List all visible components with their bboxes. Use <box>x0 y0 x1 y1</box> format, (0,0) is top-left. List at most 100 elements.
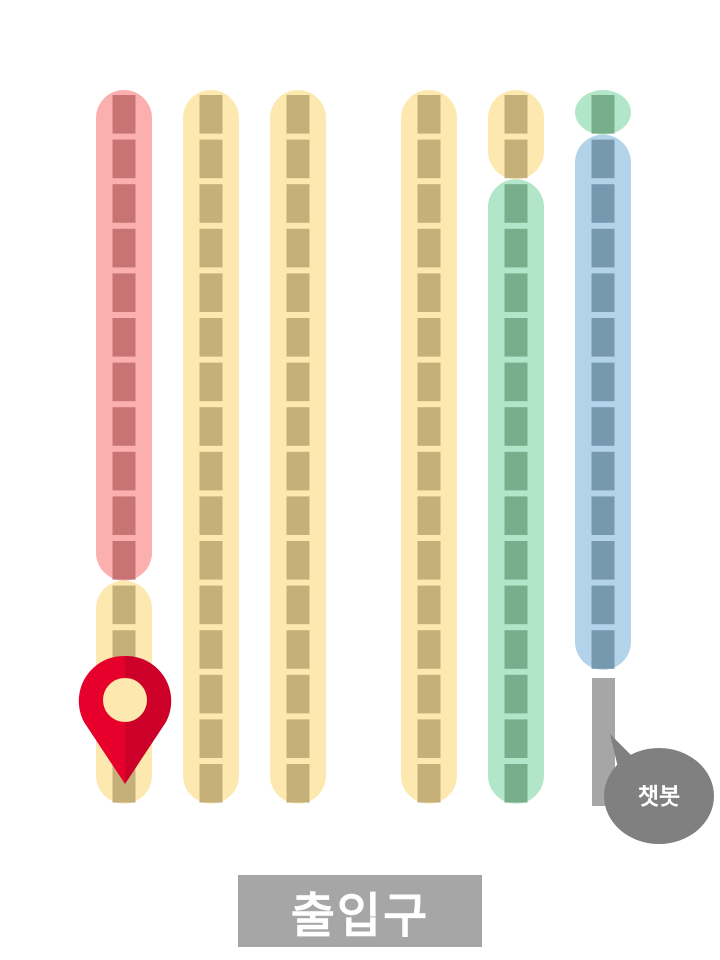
shelf-slot[interactable] <box>417 184 441 223</box>
shelf-slot[interactable] <box>591 139 615 179</box>
shelf-slot[interactable] <box>504 139 528 179</box>
shelf-slot[interactable] <box>591 451 615 491</box>
aisle-4 <box>401 90 457 804</box>
shelf-slot[interactable] <box>286 184 310 223</box>
shelf-slot[interactable] <box>112 228 136 268</box>
shelf-slot[interactable] <box>504 407 528 446</box>
shelf-slot[interactable] <box>286 228 310 268</box>
shelf-slot[interactable] <box>199 585 223 625</box>
shelf-slot[interactable] <box>286 541 310 580</box>
shelf-slot[interactable] <box>417 541 441 580</box>
shelf-slot[interactable] <box>199 139 223 179</box>
shelf-slot[interactable] <box>286 407 310 446</box>
shelf-slot[interactable] <box>199 451 223 491</box>
chatbot-pole <box>592 678 615 806</box>
shelf-slot[interactable] <box>417 630 441 669</box>
aisle-6 <box>575 90 631 670</box>
shelf-slot[interactable] <box>591 95 615 134</box>
chatbot-bubble[interactable]: 챗봇 <box>604 734 714 844</box>
shelf-slot[interactable] <box>417 228 441 268</box>
shelf-slot[interactable] <box>591 318 615 357</box>
shelf-slot[interactable] <box>504 318 528 357</box>
shelf-slot[interactable] <box>591 228 615 268</box>
map-pin-hole <box>103 678 147 722</box>
shelf-slot[interactable] <box>199 184 223 223</box>
shelf-slot[interactable] <box>199 496 223 535</box>
shelf-slot[interactable] <box>591 184 615 223</box>
shelf-slot[interactable] <box>417 585 441 625</box>
shelf-slot[interactable] <box>591 585 615 625</box>
shelf-slot[interactable] <box>199 273 223 312</box>
aisle-6-zone-blue <box>575 134 631 670</box>
shelf-slot[interactable] <box>199 630 223 669</box>
shelf-slot[interactable] <box>112 585 136 625</box>
shelf-slot[interactable] <box>112 273 136 312</box>
shelf-slot[interactable] <box>417 362 441 402</box>
shelf-slot[interactable] <box>504 273 528 312</box>
shelf-slot[interactable] <box>417 496 441 535</box>
shelf-slot[interactable] <box>417 719 441 758</box>
shelf-slot[interactable] <box>286 585 310 625</box>
shelf-slot[interactable] <box>417 318 441 357</box>
exit-sign: 출입구 <box>238 875 482 947</box>
shelf-slot[interactable] <box>504 95 528 134</box>
shelf-slot[interactable] <box>591 496 615 535</box>
shelf-slot[interactable] <box>417 674 441 714</box>
shelf-slot[interactable] <box>417 764 441 803</box>
shelf-slot[interactable] <box>112 362 136 402</box>
shelf-slot[interactable] <box>199 318 223 357</box>
chatbot-bubble-body <box>604 748 714 844</box>
shelf-slot[interactable] <box>199 95 223 134</box>
shelf-slot[interactable] <box>504 719 528 758</box>
shelf-slot[interactable] <box>504 451 528 491</box>
shelf-slot[interactable] <box>199 541 223 580</box>
shelf-slot[interactable] <box>112 184 136 223</box>
aisle-5-zone-yellow <box>488 90 544 180</box>
shelf-slot[interactable] <box>199 764 223 803</box>
shelf-slot[interactable] <box>286 273 310 312</box>
shelf-slot[interactable] <box>286 764 310 803</box>
shelf-slot[interactable] <box>286 95 310 134</box>
shelf-slot[interactable] <box>286 719 310 758</box>
shelf-slot[interactable] <box>417 139 441 179</box>
shelf-slot[interactable] <box>112 541 136 580</box>
shelf-slot[interactable] <box>286 630 310 669</box>
shelf-slot[interactable] <box>504 228 528 268</box>
shelf-slot[interactable] <box>112 139 136 179</box>
shelf-slot[interactable] <box>417 407 441 446</box>
shelf-slot[interactable] <box>504 496 528 535</box>
shelf-slot[interactable] <box>112 451 136 491</box>
shelf-slot[interactable] <box>199 674 223 714</box>
shelf-slot[interactable] <box>504 674 528 714</box>
shelf-slot[interactable] <box>199 407 223 446</box>
shelf-slot[interactable] <box>417 451 441 491</box>
shelf-slot[interactable] <box>286 451 310 491</box>
shelf-slot[interactable] <box>591 407 615 446</box>
shelf-slot[interactable] <box>112 407 136 446</box>
shelf-slot[interactable] <box>112 318 136 357</box>
shelf-slot[interactable] <box>199 228 223 268</box>
shelf-slot[interactable] <box>286 362 310 402</box>
shelf-slot[interactable] <box>286 496 310 535</box>
shelf-slot[interactable] <box>112 496 136 535</box>
shelf-slot[interactable] <box>199 362 223 402</box>
shelf-slot[interactable] <box>504 362 528 402</box>
aisles-layer <box>96 90 631 804</box>
shelf-slot[interactable] <box>286 318 310 357</box>
shelf-slot[interactable] <box>591 541 615 580</box>
shelf-slot[interactable] <box>286 139 310 179</box>
shelf-slot[interactable] <box>591 273 615 312</box>
shelf-slot[interactable] <box>199 719 223 758</box>
shelf-slot[interactable] <box>112 95 136 134</box>
shelf-slot[interactable] <box>417 95 441 134</box>
shelf-slot[interactable] <box>417 273 441 312</box>
shelf-slot[interactable] <box>286 674 310 714</box>
shelf-slot[interactable] <box>504 541 528 580</box>
shelf-slot[interactable] <box>504 585 528 625</box>
shelf-slot[interactable] <box>504 630 528 669</box>
shelf-slot[interactable] <box>591 362 615 402</box>
shelf-slot[interactable] <box>591 630 615 669</box>
exit-label: 출입구 <box>290 888 430 944</box>
shelf-slot[interactable] <box>504 764 528 803</box>
shelf-slot[interactable] <box>504 184 528 223</box>
